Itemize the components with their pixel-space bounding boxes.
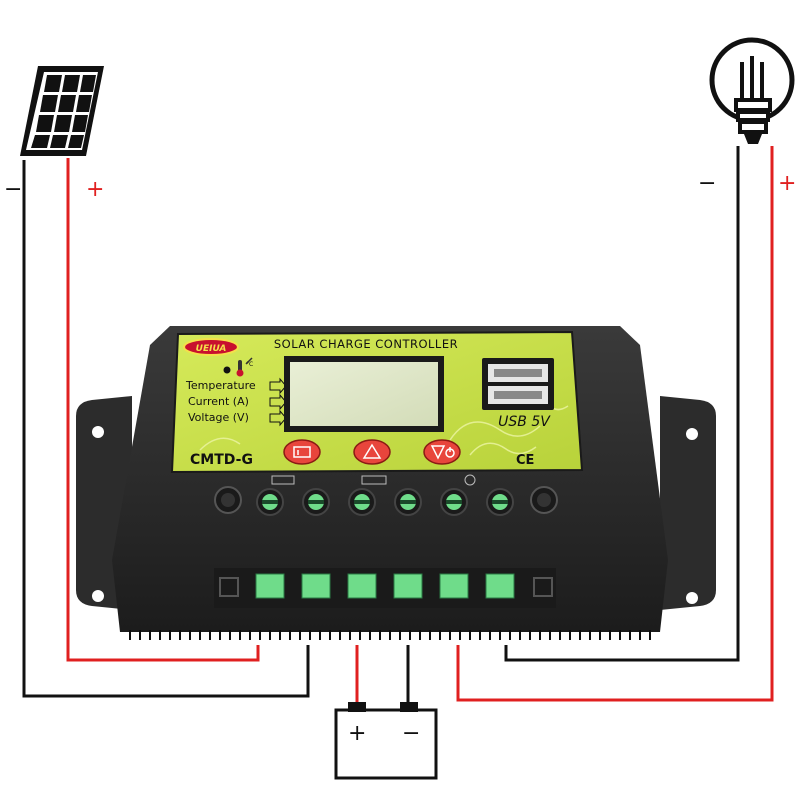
- wire-clamp[interactable]: [393, 573, 423, 599]
- thermometer-icon: [236, 357, 253, 377]
- terminal-screw[interactable]: [394, 488, 422, 516]
- wire-clamp[interactable]: [347, 573, 377, 599]
- solar-negative-wire: [22, 160, 310, 698]
- terminal-screw[interactable]: [256, 488, 284, 516]
- temperature-sensor: [223, 366, 231, 374]
- load-positive-wire: [456, 146, 774, 702]
- usb-port-icon[interactable]: [482, 358, 554, 410]
- wires: [22, 146, 774, 706]
- arrow-icon: [269, 393, 287, 411]
- charge-controller: UEIUA SOLAR CHARGE CONTROLLER °C Tempera…: [76, 326, 716, 640]
- battery-plus-label: +: [348, 721, 366, 746]
- load-plus-label: +: [778, 171, 796, 196]
- brand-logo: UEIUA: [183, 338, 239, 356]
- terminal-screw[interactable]: [486, 488, 514, 516]
- battery-minus-label: −: [402, 721, 420, 746]
- wire-clamp[interactable]: [255, 573, 285, 599]
- arrow-icon: [269, 409, 287, 427]
- indicator-label: Current (A): [188, 395, 249, 408]
- down-power-button-icon[interactable]: [423, 439, 461, 465]
- solar-minus-label: −: [4, 177, 22, 202]
- light-bulb-icon: [709, 37, 795, 144]
- solar-positive-wire: [66, 158, 260, 662]
- indicator-label: Temperature: [185, 379, 256, 392]
- usb-label: USB 5V: [498, 414, 551, 430]
- wire-clamp[interactable]: [485, 573, 515, 599]
- indicator-list: Temperature Current (A) Voltage (V): [185, 377, 287, 427]
- wire-clamp[interactable]: [439, 573, 469, 599]
- solar-panel-icon: [20, 66, 104, 156]
- wire-clamp[interactable]: [301, 573, 331, 599]
- right-mounting-ear: [660, 396, 716, 610]
- menu-button-icon[interactable]: [283, 439, 321, 465]
- indicator-label: Voltage (V): [188, 411, 249, 424]
- up-button-icon[interactable]: [353, 439, 391, 465]
- terminal-icons: [271, 474, 476, 486]
- terminal-screw[interactable]: [302, 488, 330, 516]
- load-negative-wire: [504, 146, 740, 662]
- svg-text:UEIUA: UEIUA: [196, 344, 227, 354]
- battery-icon: [334, 702, 438, 780]
- temp-unit-symbol: °C: [246, 361, 253, 368]
- terminal-screw[interactable]: [348, 488, 376, 516]
- load-minus-label: −: [698, 171, 716, 196]
- ce-mark: CE: [516, 453, 534, 468]
- model-label: CMTD-G: [190, 452, 253, 468]
- solar-plus-label: +: [86, 177, 104, 202]
- terminal-screw[interactable]: [440, 488, 468, 516]
- controller-title: SOLAR CHARGE CONTROLLER: [274, 337, 458, 351]
- arrow-icon: [269, 377, 287, 395]
- screw-terminals: [214, 486, 558, 514]
